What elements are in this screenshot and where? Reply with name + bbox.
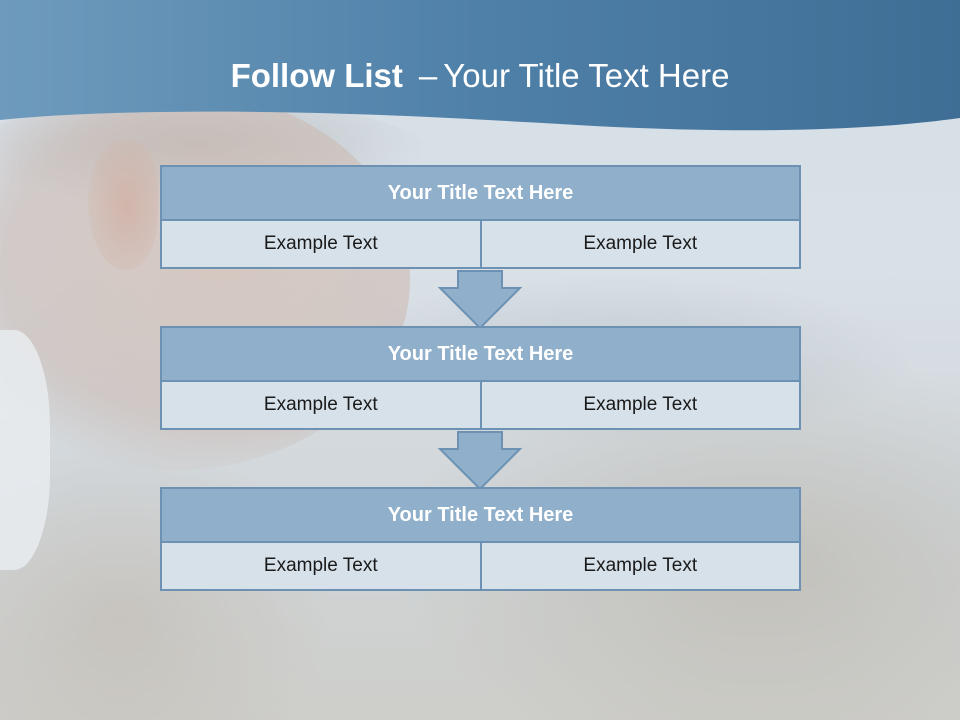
- block-title: Your Title Text Here: [160, 165, 801, 221]
- block-row: Example Text Example Text: [160, 541, 801, 591]
- block-title: Your Title Text Here: [160, 487, 801, 543]
- block-row: Example Text Example Text: [160, 380, 801, 430]
- title-rest: Your Title Text Here: [443, 57, 730, 94]
- block-cell-left: Example Text: [160, 219, 482, 269]
- slide-title: Follow List–Your Title Text Here: [0, 54, 960, 98]
- background-shirt: [0, 330, 50, 570]
- block-cell-left: Example Text: [160, 541, 482, 591]
- list-block-1: Your Title Text Here Example Text Exampl…: [160, 165, 801, 269]
- list-block-3: Your Title Text Here Example Text Exampl…: [160, 487, 801, 591]
- block-cell-right: Example Text: [479, 219, 801, 269]
- title-bold-part: Follow List: [230, 57, 403, 94]
- block-cell-right: Example Text: [479, 380, 801, 430]
- list-block-2: Your Title Text Here Example Text Exampl…: [160, 326, 801, 430]
- background-ear: [88, 140, 158, 270]
- down-arrow-icon: [438, 270, 522, 330]
- title-separator: –: [418, 57, 438, 94]
- block-cell-right: Example Text: [479, 541, 801, 591]
- block-row: Example Text Example Text: [160, 219, 801, 269]
- block-title: Your Title Text Here: [160, 326, 801, 382]
- down-arrow-icon: [438, 431, 522, 491]
- header-band: [0, 0, 960, 131]
- block-cell-left: Example Text: [160, 380, 482, 430]
